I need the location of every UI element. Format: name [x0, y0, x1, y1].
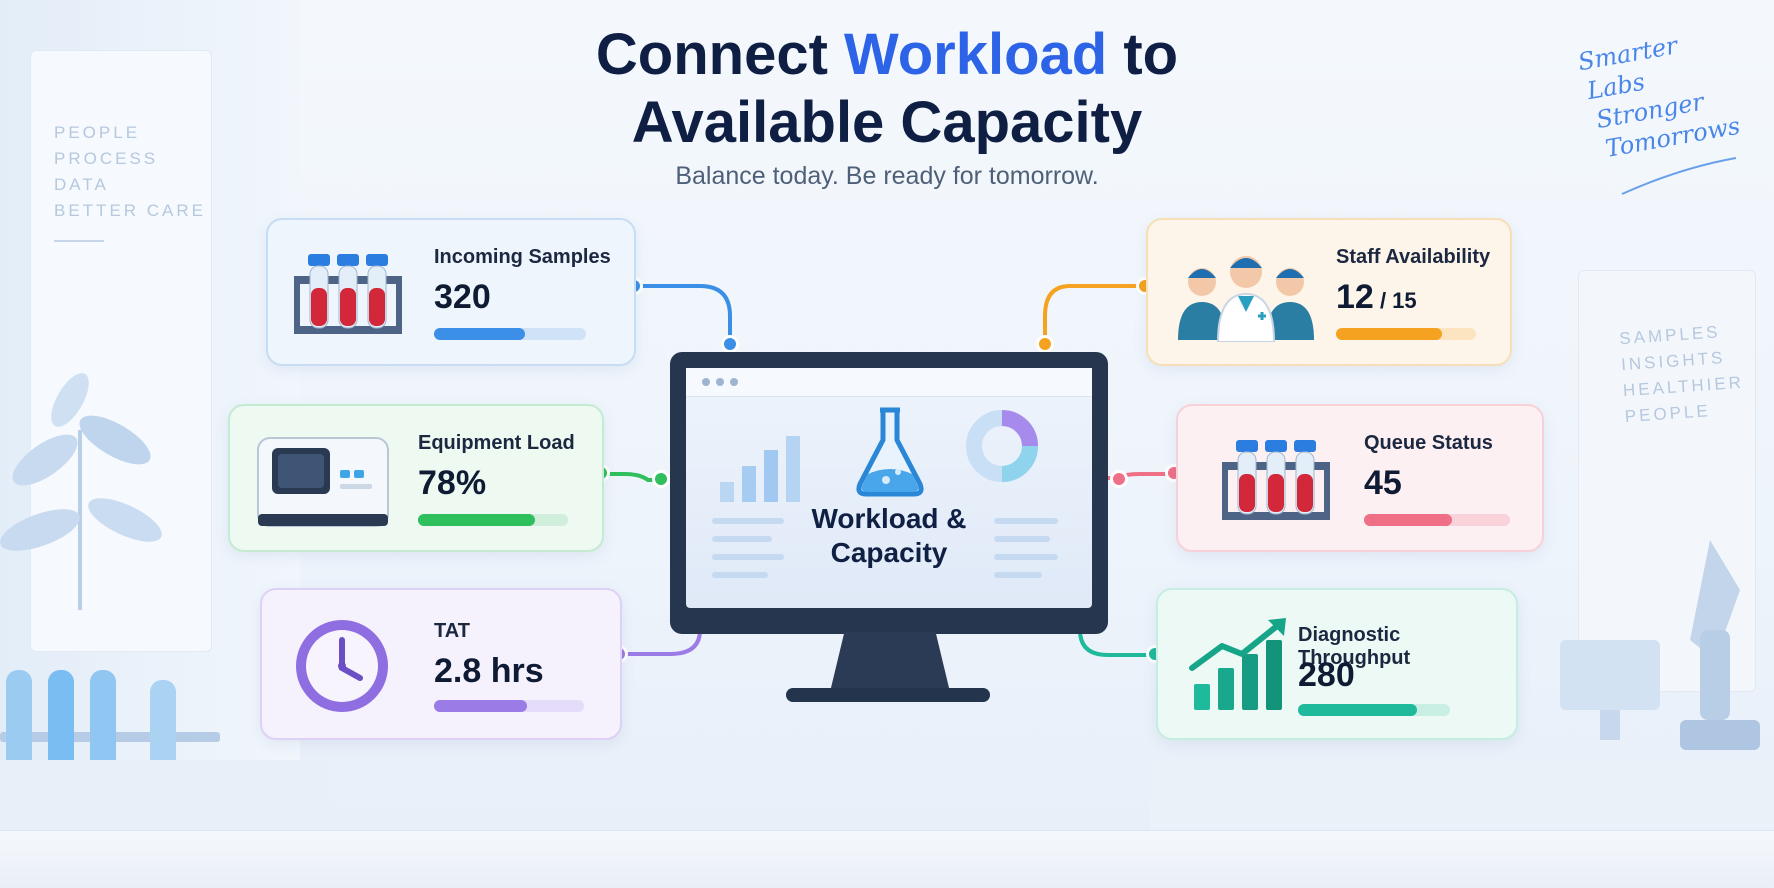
background-board-right	[1578, 270, 1756, 692]
analyzer-machine-icon	[257, 437, 389, 527]
card-value: 78%	[418, 464, 487, 502]
microscope-icon	[1560, 540, 1760, 750]
card-value: 45	[1364, 464, 1402, 502]
card-diagnostic-throughput[interactable]: Diagnostic Throughput 280	[1156, 588, 1518, 740]
title-accent: Workload	[844, 22, 1108, 87]
list-line	[712, 518, 784, 524]
card-label: Equipment Load	[418, 432, 575, 454]
connector-dot	[1110, 470, 1128, 488]
window-control	[716, 378, 724, 386]
progress-fill	[1298, 704, 1417, 716]
card-label: Queue Status	[1364, 432, 1493, 454]
card-equipment-load[interactable]: Equipment Load 78%	[228, 404, 604, 552]
card-queue-status[interactable]: Queue Status 45	[1176, 404, 1544, 552]
progress-fill	[434, 700, 527, 712]
flask-icon	[856, 407, 924, 497]
list-line	[994, 536, 1050, 542]
clock-icon	[296, 620, 388, 712]
monitor-screen: Workload & Capacity	[686, 368, 1092, 608]
connector-dot	[721, 335, 739, 353]
staff-group-icon	[1178, 256, 1314, 342]
list-line	[994, 554, 1058, 560]
list-line	[994, 572, 1042, 578]
list-line	[712, 554, 784, 560]
card-staff-availability[interactable]: Staff Availability 12 / 15	[1146, 218, 1512, 366]
progress-bar	[418, 514, 568, 526]
window-titlebar	[686, 368, 1092, 397]
list-line	[994, 518, 1058, 524]
test-tubes-icon	[1222, 440, 1330, 520]
card-value: 12 / 15	[1336, 278, 1417, 316]
progress-bar	[1364, 514, 1510, 526]
background-bench-left	[0, 760, 330, 830]
background-bench-right	[1150, 760, 1774, 830]
card-value: 2.8 hrs	[434, 652, 544, 690]
card-label: Staff Availability	[1336, 246, 1491, 268]
card-incoming-samples[interactable]: Incoming Samples 320	[266, 218, 636, 366]
progress-bar	[1298, 704, 1450, 716]
card-label: Incoming Samples	[434, 246, 611, 268]
connector-dot	[1036, 335, 1054, 353]
progress-fill	[1336, 328, 1443, 340]
growth-chart-icon	[1189, 618, 1286, 710]
progress-fill	[418, 514, 535, 526]
list-line	[712, 536, 772, 542]
background-board-left	[30, 50, 212, 652]
bar-chart-icon	[720, 436, 800, 502]
card-value: 320	[434, 278, 491, 316]
window-control	[702, 378, 710, 386]
card-tat[interactable]: TAT 2.8 hrs	[260, 588, 622, 740]
progress-bar	[1336, 328, 1476, 340]
window-control	[730, 378, 738, 386]
page-subtitle: Balance today. Be ready for tomorrow.	[675, 162, 1099, 190]
progress-bar	[434, 328, 586, 340]
background-counter	[0, 830, 1774, 888]
progress-fill	[1364, 514, 1452, 526]
handwritten-underline	[1621, 157, 1737, 195]
card-value: 280	[1298, 656, 1355, 694]
page-title: Connect Workload to	[595, 22, 1179, 87]
test-tubes-icon	[294, 254, 402, 334]
page-title-line2: Available Capacity	[631, 90, 1143, 155]
donut-chart-icon	[966, 410, 1038, 482]
background-words-left: PEOPLE PROCESS DATA BETTER CARE	[54, 123, 207, 220]
monitor-stand	[830, 632, 950, 692]
card-label: TAT	[434, 620, 470, 642]
card-label: Diagnostic Throughput	[1298, 624, 1411, 669]
divider	[54, 240, 104, 242]
progress-fill	[434, 328, 526, 340]
connector-dot	[652, 470, 670, 488]
screen-title: Workload & Capacity	[811, 503, 967, 568]
progress-bar	[434, 700, 584, 712]
plant-icon	[0, 373, 162, 610]
list-line	[712, 572, 768, 578]
monitor-base	[786, 688, 990, 702]
